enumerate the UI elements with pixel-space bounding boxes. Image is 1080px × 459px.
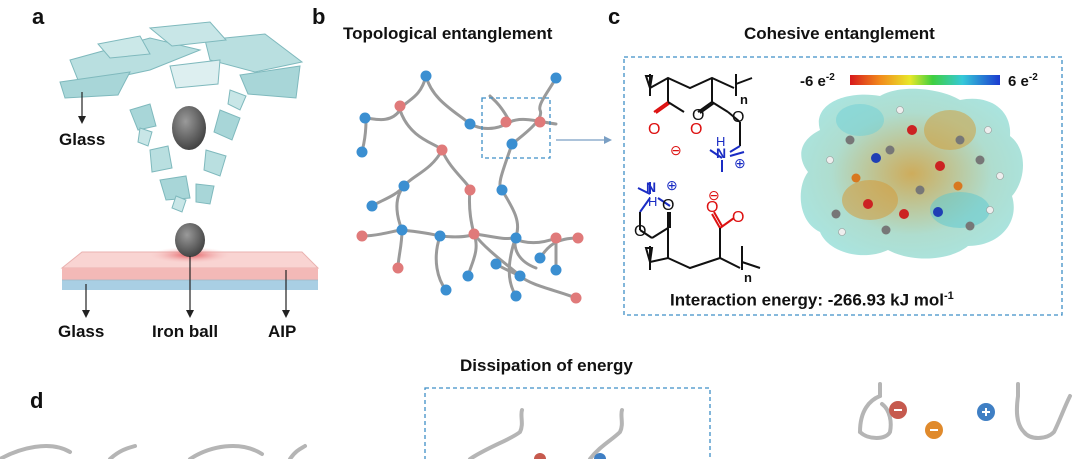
node-red: [436, 144, 448, 156]
ester-o4-label: O: [662, 197, 674, 214]
ester-o3-label: O: [634, 223, 646, 240]
node-blue: [396, 224, 408, 236]
charge-plus-bottom: ⊕: [666, 177, 678, 193]
ester-o2-label: O: [732, 109, 744, 126]
node-blue: [510, 232, 522, 244]
node-red: [534, 116, 546, 128]
node-blue: [550, 72, 562, 84]
panel-letter-a: a: [32, 4, 45, 29]
interaction-energy-exp: -1: [944, 290, 954, 302]
scale-max-label: 6 e-2: [1008, 72, 1038, 90]
node-blue: [464, 118, 476, 130]
hydrogen-top: H: [716, 134, 725, 149]
panel-b-title: Topological entanglement: [343, 24, 553, 43]
scale-min-text: -6 e: [800, 73, 826, 90]
oxygen-bottom-label: O: [706, 199, 718, 216]
scale-min-exp: -2: [825, 72, 835, 83]
iron-ball-label: Iron ball: [152, 322, 219, 341]
scale-min-label: -6 e-2: [800, 72, 835, 90]
resting-ball: [175, 223, 205, 257]
node-blue: [514, 270, 526, 282]
scale-max-text: 6 e: [1008, 73, 1029, 90]
nitrogen-top: N: [716, 145, 726, 161]
glass-bottom-label: Glass: [58, 322, 105, 341]
charge-plus-top: ⊕: [734, 155, 746, 171]
cohesive-box: [623, 56, 1063, 316]
hydrogen-bottom: H: [648, 194, 657, 209]
node-red: [394, 100, 406, 112]
node-blue: [496, 184, 508, 196]
network-nodes: [356, 70, 584, 304]
polymer-structure-top: [644, 74, 753, 172]
ester-o-label: O: [692, 107, 704, 124]
aip-layer-illustration: [60, 223, 320, 318]
subscript-n-top: n: [740, 92, 748, 107]
node-blue: [490, 258, 502, 270]
aip-label: AIP: [268, 322, 297, 341]
node-red: [500, 116, 512, 128]
falling-ball: [172, 106, 206, 150]
charge-minus-bottom: ⊖: [708, 187, 720, 203]
node-blue: [550, 264, 562, 276]
panel-letter-c: c: [608, 4, 621, 29]
dissipation-box: [424, 387, 711, 459]
interaction-energy-text: Interaction energy: -266.93 kJ mol: [670, 290, 944, 310]
subscript-n-bottom: n: [744, 270, 752, 285]
charge-minus-top: ⊖: [670, 142, 682, 158]
nitrogen-bottom: N: [646, 179, 656, 195]
panel-d-title: Dissipation of energy: [460, 356, 633, 375]
node-blue: [356, 146, 368, 158]
node-blue: [434, 230, 446, 242]
glass-shatter-illustration: [59, 21, 304, 213]
dissipation-chains: [0, 382, 1072, 459]
oxygen-bottom2-label: O: [732, 209, 744, 226]
dissipation-ions: [534, 401, 995, 459]
polymer-structure-bottom: [637, 182, 761, 270]
esp-surface: [800, 88, 1023, 259]
oxygen-minus-label: O: [690, 121, 702, 138]
node-blue: [462, 270, 474, 282]
node-blue: [366, 200, 378, 212]
node-blue: [534, 252, 546, 264]
node-blue: [420, 70, 432, 82]
node-blue: [510, 290, 522, 302]
interaction-energy-label: Interaction energy: -266.93 kJ mol-1: [670, 290, 954, 311]
panel-letter-b: b: [312, 4, 326, 29]
node-blue: [398, 180, 410, 192]
node-blue: [359, 112, 371, 124]
oxygen-label: O: [648, 121, 660, 138]
zoom-box: [481, 97, 551, 159]
node-red: [570, 292, 582, 304]
panel-letter-d: d: [30, 388, 44, 413]
glass-top-label: Glass: [59, 130, 106, 149]
node-red: [468, 228, 480, 240]
colorbar: [850, 75, 1000, 85]
node-red: [464, 184, 476, 196]
node-red: [550, 232, 562, 244]
scale-max-exp: -2: [1028, 72, 1038, 83]
node-blue: [506, 138, 518, 150]
node-red: [572, 232, 584, 244]
node-red: [392, 262, 404, 274]
panel-c-title: Cohesive entanglement: [744, 24, 935, 43]
node-blue: [440, 284, 452, 296]
node-red: [356, 230, 368, 242]
